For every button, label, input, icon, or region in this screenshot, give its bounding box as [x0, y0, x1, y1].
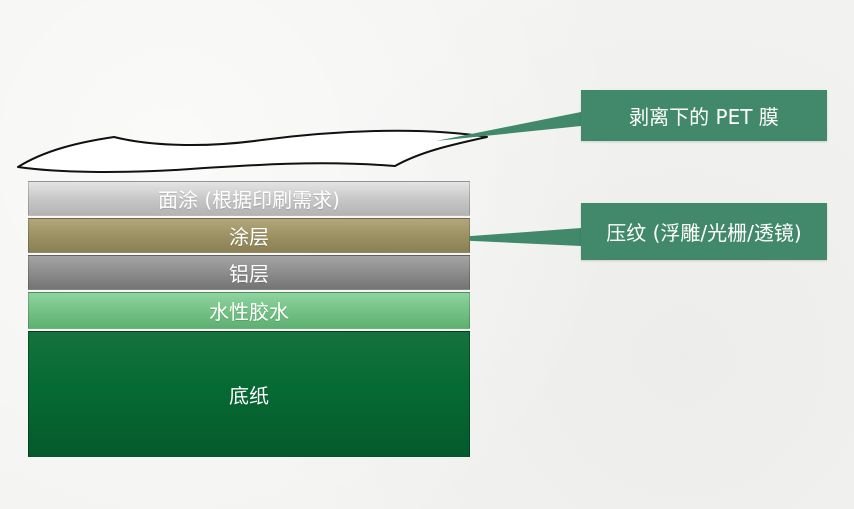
callout-pet-film-text: 剥离下的 PET 膜	[629, 105, 779, 129]
callout-emboss-text: 压纹 (浮雕/光栅/透镜)	[606, 221, 802, 245]
layer-aluminum-label: 铝层	[229, 262, 269, 286]
layer-topcoat-label: 面涂 (根据印刷需求)	[158, 188, 340, 212]
callout-emboss: 压纹 (浮雕/光栅/透镜)	[581, 203, 827, 260]
layer-topcoat: 面涂 (根据印刷需求)	[28, 181, 470, 216]
layer-glue: 水性胶水	[28, 292, 470, 329]
pet-callout-pointer	[436, 112, 581, 141]
layer-aluminum: 铝层	[28, 255, 470, 290]
layer-base-paper-label: 底纸	[229, 383, 269, 408]
callout-pet-film: 剥离下的 PET 膜	[581, 90, 827, 141]
layer-base-paper: 底纸	[28, 331, 470, 457]
layer-glue-label: 水性胶水	[209, 300, 289, 324]
emboss-callout-pointer	[430, 228, 581, 246]
layer-coating: 涂层	[28, 218, 470, 253]
pet-film-shape	[17, 129, 488, 173]
layer-coating-label: 涂层	[229, 225, 269, 249]
